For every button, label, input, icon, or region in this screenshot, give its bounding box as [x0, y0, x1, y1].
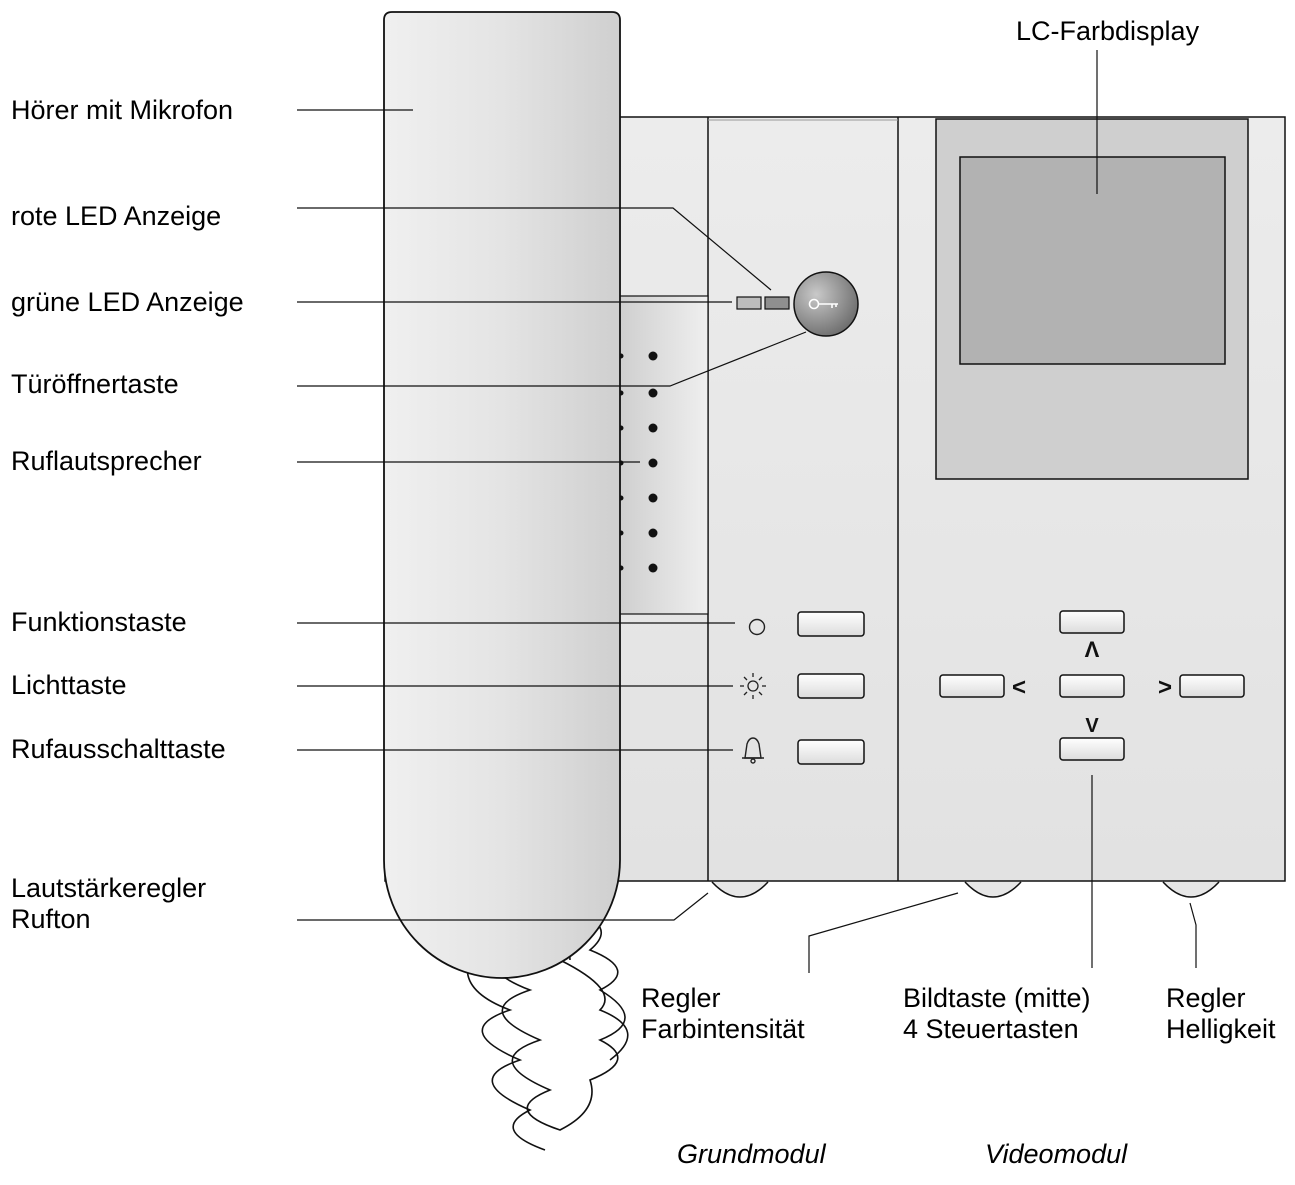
light-key[interactable] [797, 673, 865, 699]
function-key[interactable] [797, 611, 865, 637]
red-led [764, 296, 790, 310]
nav-left-key[interactable] [939, 674, 1005, 698]
label-green-led: grüne LED Anzeige [11, 287, 244, 317]
label-brightness: Regler Helligkeit [1166, 983, 1276, 1045]
label-function-key: Funktionstaste [11, 607, 187, 637]
label-volume-line1: Lautstärkeregler [11, 873, 207, 903]
label-color-intensity: Regler Farbintensität [641, 983, 805, 1045]
label-door-opener: Türöffnertaste [11, 369, 179, 399]
label-volume-line2: Rufton [11, 904, 91, 934]
label-image-key: Bildtaste (mitte) 4 Steuertasten [903, 983, 1091, 1045]
handset[interactable] [383, 11, 621, 979]
nav-up-arrow: Λ [1085, 637, 1100, 662]
leader-lines [297, 50, 1197, 973]
label-image-key-line1: Bildtaste (mitte) [903, 983, 1091, 1013]
label-light-key: Lichttaste [11, 670, 127, 700]
label-brightness-line2: Helligkeit [1166, 1014, 1276, 1044]
label-videomodul: Videomodul [985, 1139, 1128, 1169]
green-led [736, 296, 762, 310]
label-grundmodul: Grundmodul [677, 1139, 826, 1169]
label-brightness-line1: Regler [1166, 983, 1246, 1013]
nav-center-key[interactable] [1059, 674, 1125, 698]
speaker-grille [613, 295, 709, 615]
label-handset-microphone: Hörer mit Mikrofon [11, 95, 234, 125]
nav-down-key[interactable] [1059, 737, 1125, 761]
nav-right-key[interactable] [1179, 674, 1245, 698]
label-red-led: rote LED Anzeige [11, 201, 222, 231]
label-lc-display: LC-Farbdisplay [1016, 16, 1200, 46]
display-screen [959, 156, 1226, 365]
nav-up-key[interactable] [1059, 610, 1125, 634]
volume-dial[interactable] [711, 881, 769, 898]
nav-right-arrow: > [1158, 674, 1172, 701]
label-call-speaker: Ruflautsprecher [11, 446, 202, 476]
label-image-key-line2: 4 Steuertasten [903, 1014, 1079, 1044]
nav-down-arrow: V [1085, 715, 1099, 737]
brightness-dial[interactable] [1162, 881, 1220, 898]
key-icon [808, 298, 838, 310]
door-opener-button[interactable] [793, 271, 859, 337]
label-call-off-key: Rufausschalttaste [11, 734, 226, 764]
bell-icon [742, 737, 764, 764]
label-color-intensity-line2: Farbintensität [641, 1014, 805, 1044]
nav-left-arrow: < [1012, 674, 1026, 701]
sun-icon [740, 673, 766, 699]
label-color-intensity-line1: Regler [641, 983, 721, 1013]
label-volume-control: Lautstärkeregler Rufton [11, 873, 206, 935]
circle-icon [748, 618, 766, 636]
color-intensity-dial[interactable] [964, 881, 1022, 898]
call-off-key[interactable] [797, 739, 865, 765]
